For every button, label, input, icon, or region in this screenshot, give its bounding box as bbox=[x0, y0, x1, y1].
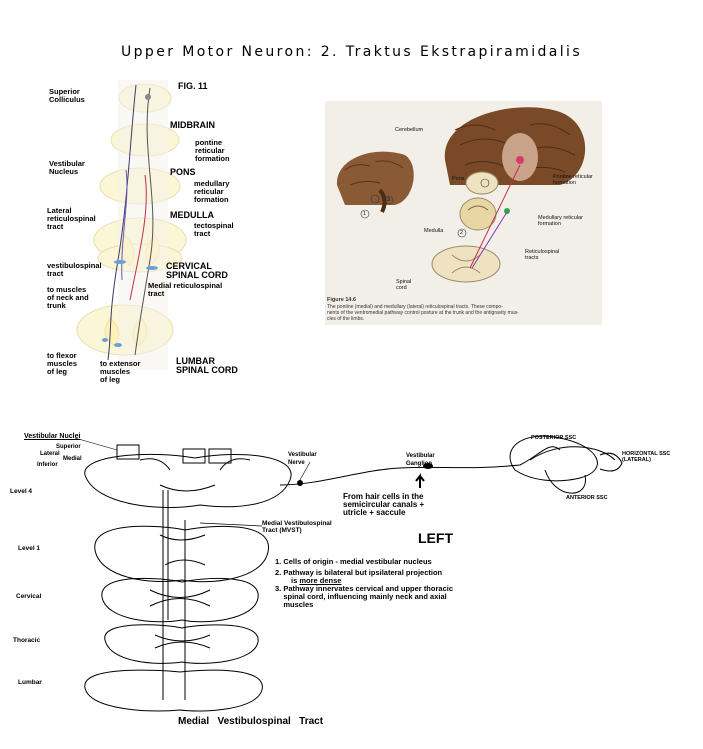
label-anterior-ssc: ANTERIOR SSC bbox=[566, 495, 608, 501]
label-lumbar-mvst: Lumbar bbox=[18, 679, 42, 686]
label-horizontal-ssc: HORIZONTAL SSC (LATERAL) bbox=[622, 451, 671, 463]
label-spinal-cord-146: Spinal cord bbox=[396, 279, 412, 291]
label-medullary-reticular: medullary reticular formation bbox=[194, 179, 230, 204]
label-to-flexor: to flexor muscles of leg bbox=[47, 351, 78, 376]
label-lateral-reticulospinal: Lateral reticulospinal tract bbox=[47, 206, 96, 231]
label-to-extensor: to extensor muscles of leg bbox=[100, 359, 141, 384]
label-level4: Level 4 bbox=[10, 488, 33, 495]
label-to-muscles-neck: to muscles of neck and trunk bbox=[47, 285, 89, 310]
label-inferior: Inferior bbox=[37, 462, 58, 468]
label-num-1: 1 bbox=[363, 211, 367, 217]
mvst-caption: Medial Vestibulospinal Tract bbox=[178, 716, 324, 727]
label-num-2: 2 bbox=[460, 230, 464, 236]
label-cervical-mvst: Cervical bbox=[16, 593, 42, 600]
label-tectospinal: tectospinal tract bbox=[194, 221, 234, 238]
point-2-emphasis: more dense bbox=[299, 576, 342, 585]
label-pontine-reticular: pontine reticular formation bbox=[195, 138, 230, 163]
label-vestibulospinal: vestibulospinal tract bbox=[47, 261, 102, 278]
label-cerebellum: Cerebellum bbox=[395, 127, 424, 133]
label-from-hair-cells: From hair cells in the semicircular cana… bbox=[343, 492, 425, 517]
label-lumbar: LUMBAR SPINAL CORD bbox=[176, 356, 238, 375]
label-left: LEFT bbox=[418, 530, 453, 546]
label-thoracic: Thoracic bbox=[13, 637, 41, 644]
label-vestibular-nuclei: Vestibular Nuclei bbox=[24, 433, 81, 440]
label-num-3: 3 bbox=[387, 197, 391, 203]
label-medulla-146: Medulla bbox=[424, 228, 444, 234]
label-medial-reticulospinal: Medial reticulospinal tract bbox=[148, 281, 223, 298]
label-superior: Superior bbox=[56, 444, 81, 450]
label-reticulospinal-146: Reticulospinal tracts bbox=[525, 249, 560, 261]
label-vestibular-nucleus: Vestibular Nucleus bbox=[49, 159, 85, 176]
label-pons: PONS bbox=[170, 167, 196, 177]
label-cervical: CERVICAL SPINAL CORD bbox=[166, 261, 228, 280]
label-level1: Level 1 bbox=[18, 545, 41, 552]
label-vestibular-nerve: Vestibular Nerve bbox=[288, 452, 317, 466]
label-posterior-ssc: POSTERIOR SSC bbox=[531, 435, 577, 441]
label-medial: Medial bbox=[63, 456, 82, 462]
point-2: 2. Pathway is bilateral but ipsilateral … bbox=[275, 568, 443, 577]
point-3: 3. Pathway innervates cervical and upper… bbox=[275, 584, 453, 609]
label-superior-colliculus: Superior Colliculus bbox=[49, 87, 85, 104]
fig146-caption: The pontine (medial) and medullary (late… bbox=[327, 304, 519, 322]
label-fig11: FIG. 11 bbox=[178, 81, 208, 91]
label-medullary-reticular-146: Medullary reticular formation bbox=[538, 215, 583, 227]
point-2-cont: is more dense bbox=[291, 577, 341, 585]
label-pons-146: Pons bbox=[452, 176, 465, 182]
label-medulla: MEDULLA bbox=[170, 210, 214, 220]
fig146-caption-title: Figure 14.6 bbox=[327, 297, 357, 303]
page-title: Upper Motor Neuron: 2. Traktus Ekstrapir… bbox=[120, 44, 583, 60]
point-2-prefix: is bbox=[291, 576, 300, 585]
label-vestibular-ganglion: Vestibular Ganglion bbox=[406, 453, 435, 467]
label-pontine-reticular-146: Pontine reticular formation bbox=[553, 174, 593, 186]
label-midbrain: MIDBRAIN bbox=[170, 120, 215, 130]
label-lateral: Lateral bbox=[40, 451, 60, 457]
label-mvst-tract: Medial Vestibulospinal Tract (MVST) bbox=[262, 520, 332, 534]
point-1: 1. Cells of origin - medial vestibular n… bbox=[275, 557, 432, 566]
